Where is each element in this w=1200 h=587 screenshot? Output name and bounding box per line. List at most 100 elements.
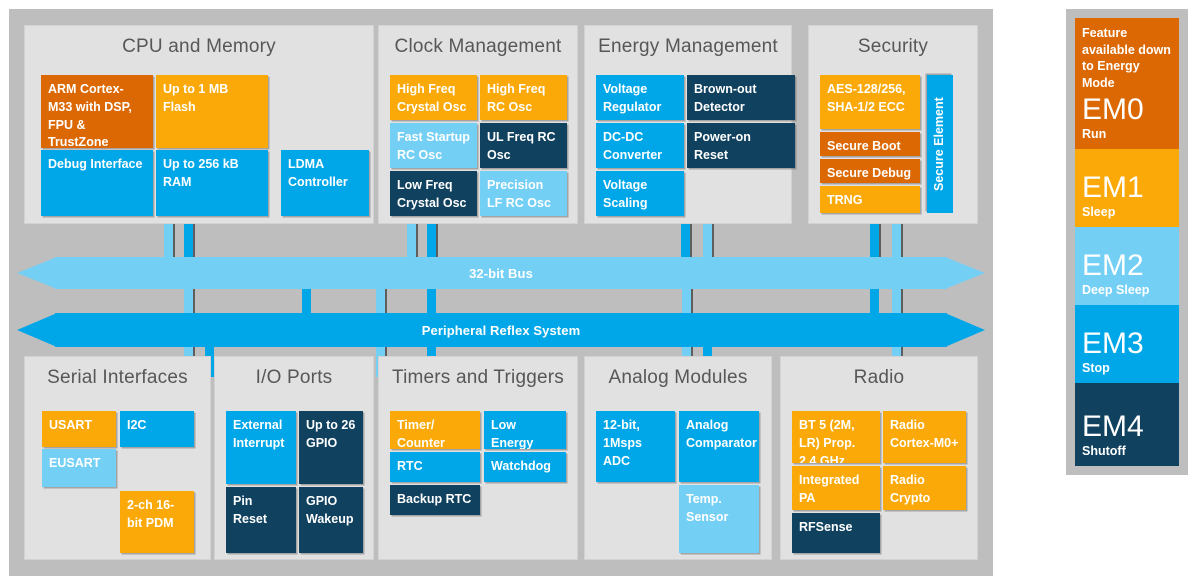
legend-item-em3[interactable]: EM3 Stop (1075, 305, 1179, 383)
group-title: Serial Interfaces (47, 367, 188, 388)
connector-vertical (164, 219, 173, 263)
legend-code: EM0 (1082, 93, 1144, 126)
connector-vertical (184, 219, 193, 263)
connector-shadow (173, 219, 175, 263)
group-title: CPU and Memory (122, 36, 276, 57)
group-analog-modules: Analog Modules 12-bit, 1Msps ADC Analog … (585, 357, 771, 559)
block-i2c[interactable]: I2C (120, 411, 194, 447)
block-usart[interactable]: USART (42, 411, 116, 447)
legend-name: Stop (1082, 361, 1110, 375)
block-radio-crypto[interactable]: Radio Crypto (883, 466, 966, 510)
legend-code: EM4 (1082, 410, 1144, 443)
block-flash[interactable]: Up to 1 MB Flash (156, 75, 268, 148)
block-adc[interactable]: 12-bit, 1Msps ADC (596, 411, 675, 482)
group-title: Radio (853, 367, 905, 388)
block-rtc[interactable]: RTC (390, 452, 480, 482)
block-bt5[interactable]: BT 5 (2M, LR) Prop. 2.4 GHz (792, 411, 880, 463)
block-ldma-controller[interactable]: LDMA Controller (281, 150, 369, 216)
block-external-interrupt[interactable]: External Interrupt (226, 411, 296, 484)
bus-bar (55, 313, 947, 347)
bus-32-bit: 32-bit Bus (17, 257, 985, 289)
legend-code: EM2 (1082, 249, 1144, 282)
block-analog-comparator[interactable]: Analog Comparator (679, 411, 759, 482)
legend-item-em1[interactable]: EM1 Sleep (1075, 149, 1179, 227)
bus-bar (55, 257, 947, 289)
block-rfsense[interactable]: RFSense (792, 513, 880, 553)
block-low-energy-timer[interactable]: Low Energy Timer (484, 411, 566, 449)
block-secure-element[interactable]: Secure Element (927, 75, 953, 213)
connector-vertical (870, 287, 879, 319)
connector-vertical (302, 287, 311, 319)
block-low-freq-crystal-osc[interactable]: Low Freq Crystal Osc (390, 171, 477, 216)
block-gpio-wakeup[interactable]: GPIO Wakeup (299, 487, 363, 553)
block-voltage-scaling[interactable]: Voltage Scaling (596, 171, 684, 216)
connector-shadow (712, 219, 714, 263)
connector-shadow (690, 219, 692, 263)
block-ram[interactable]: Up to 256 kB RAM (156, 150, 268, 216)
legend-item-em0[interactable]: Feature available down to Energy Mode EM… (1075, 18, 1179, 149)
block-precision-lf-rc-osc[interactable]: Precision LF RC Osc (480, 171, 567, 216)
block-timer-counter[interactable]: Timer/ Counter (390, 411, 480, 449)
bus-label: 32-bit Bus (469, 265, 533, 281)
connector-vertical (870, 219, 879, 263)
block-radio-cortex-m0[interactable]: Radio Cortex-M0+ (883, 411, 966, 463)
energy-mode-legend: Feature available down to Energy Mode EM… (1066, 9, 1188, 475)
connector-shadow (193, 219, 195, 263)
group-clock-management: Clock Management High Freq Crystal Osc H… (379, 26, 577, 223)
group-title: I/O Ports (255, 367, 333, 388)
connector-shadow (901, 219, 903, 263)
group-timers-and-triggers: Timers and Triggers Timer/ Counter Low E… (379, 357, 577, 559)
block-backup-rtc[interactable]: Backup RTC (390, 485, 480, 515)
block-high-freq-rc-osc[interactable]: High Freq RC Osc (480, 75, 567, 120)
connector-shadow (436, 219, 438, 263)
block-ul-freq-rc-osc[interactable]: UL Freq RC Osc (480, 123, 567, 168)
legend-name: Shutoff (1082, 444, 1126, 458)
block-arm-cortex-m33[interactable]: ARM Cortex-M33 with DSP, FPU & TrustZone (41, 75, 153, 148)
legend-code: EM1 (1082, 171, 1144, 204)
legend-name: Sleep (1082, 205, 1116, 219)
block-pin-reset[interactable]: Pin Reset (226, 487, 296, 553)
legend-item-em4[interactable]: EM4 Shutoff (1075, 383, 1179, 466)
block-integrated-pa[interactable]: Integrated PA (792, 466, 880, 510)
connector-vertical (703, 219, 712, 263)
group-io-ports: I/O Ports External Interrupt Up to 26 GP… (215, 357, 373, 559)
group-title: Timers and Triggers (391, 367, 565, 388)
block-watchdog[interactable]: Watchdog (484, 452, 566, 482)
block-debug-interface[interactable]: Debug Interface (41, 150, 153, 216)
block-gpio[interactable]: Up to 26 GPIO (299, 411, 363, 484)
connector-shadow (416, 219, 418, 263)
group-serial-interfaces: Serial Interfaces USART I2C EUSART 2-ch … (25, 357, 210, 559)
block-fast-startup-rc-osc[interactable]: Fast Startup RC Osc (390, 123, 477, 168)
connector-vertical (407, 219, 416, 263)
block-dc-dc-converter[interactable]: DC-DC Converter (596, 123, 684, 168)
group-title: Security (857, 36, 929, 57)
group-title: Clock Management (394, 36, 562, 57)
block-temp-sensor[interactable]: Temp. Sensor (679, 485, 759, 553)
group-security: Security AES-128/256, SHA-1/2 ECC Secure… (809, 26, 977, 223)
legend-item-em2[interactable]: EM2 Deep Sleep (1075, 227, 1179, 305)
block-voltage-regulator[interactable]: Voltage Regulator (596, 75, 684, 120)
legend-name: Deep Sleep (1082, 283, 1150, 297)
connector-vertical (427, 219, 436, 263)
block-secure-boot-rtsl[interactable]: Secure Boot RTSL (820, 132, 920, 156)
legend-code: EM3 (1082, 327, 1144, 360)
group-title: Energy Management (598, 36, 778, 57)
main-diagram-frame: 32-bit Bus Peripheral Reflex System CPU … (9, 9, 993, 576)
block-power-on-reset[interactable]: Power-on Reset (687, 123, 795, 168)
connector-vertical (681, 219, 690, 263)
block-secure-debug[interactable]: Secure Debug (820, 159, 920, 183)
block-eusart[interactable]: EUSART (42, 449, 116, 487)
connector-vertical (892, 219, 901, 263)
group-title: Analog Modules (608, 367, 748, 388)
group-cpu-and-memory: CPU and Memory ARM Cortex-M33 with DSP, … (25, 26, 373, 223)
block-brown-out-detector[interactable]: Brown-out Detector (687, 75, 795, 120)
legend-header: Feature available down to Energy Mode (1082, 26, 1171, 90)
connector-shadow (879, 219, 881, 263)
block-pdm[interactable]: 2-ch 16-bit PDM (120, 491, 194, 553)
group-energy-management: Energy Management Voltage Regulator Brow… (585, 26, 795, 223)
bus-label: Peripheral Reflex System (421, 322, 581, 338)
block-high-freq-crystal-osc[interactable]: High Freq Crystal Osc (390, 75, 477, 120)
block-trng[interactable]: TRNG (820, 186, 920, 213)
block-aes-sha-ecc[interactable]: AES-128/256, SHA-1/2 ECC (820, 75, 920, 129)
